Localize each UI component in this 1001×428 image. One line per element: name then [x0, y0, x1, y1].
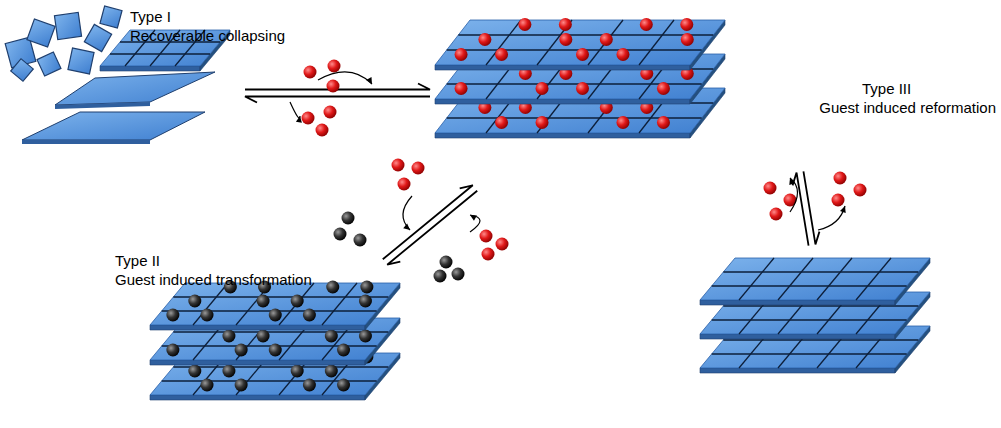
layered-framework	[435, 18, 725, 138]
guest-molecule	[559, 18, 572, 31]
second-guest-molecule	[434, 270, 447, 283]
second-guest-molecule	[166, 309, 179, 322]
guest-molecule	[680, 18, 693, 31]
second-guest-molecule	[334, 228, 347, 241]
second-guest-molecule	[326, 281, 339, 294]
uptake-arrow	[818, 206, 846, 230]
guest-molecule	[576, 48, 589, 61]
second-guest-molecule	[325, 365, 338, 378]
second-guest-molecule	[257, 295, 270, 308]
second-guest-molecule	[342, 212, 355, 225]
guest-molecule	[304, 66, 317, 79]
layered-framework	[150, 281, 400, 401]
guest-molecule	[559, 33, 572, 46]
guest-molecule	[616, 116, 629, 129]
type-label: Type III	[862, 80, 911, 98]
second-guest-molecule	[303, 379, 316, 392]
second-guest-molecule	[269, 344, 282, 357]
type-description: Guest induced transformation	[115, 271, 312, 289]
second-guest-molecule	[452, 268, 465, 281]
framework-layer	[700, 258, 930, 305]
guest-molecule	[681, 33, 694, 46]
guest-molecule	[495, 48, 508, 61]
guest-molecule	[657, 116, 670, 129]
type-description: Guest induced reformation	[819, 99, 996, 117]
second-guest-molecule	[359, 330, 372, 343]
second-guest-molecule	[337, 379, 350, 392]
uptake-arrow	[403, 196, 412, 230]
second-guest-molecule	[303, 309, 316, 322]
second-guest-molecule	[188, 295, 201, 308]
uptake-arrow	[290, 102, 302, 123]
guest-molecule	[478, 33, 491, 46]
guest-molecule	[398, 178, 411, 191]
guest-molecule	[482, 248, 495, 261]
type-label: Type II	[115, 252, 160, 270]
type-label: Type I	[130, 8, 171, 26]
guest-molecule	[495, 116, 508, 129]
second-guest-molecule	[257, 330, 270, 343]
guest-molecule	[302, 112, 315, 125]
guest-molecule	[518, 18, 531, 31]
guest-molecule	[496, 238, 509, 251]
second-guest-molecule	[291, 365, 304, 378]
guest-molecule	[316, 124, 329, 137]
second-guest-molecule	[235, 379, 248, 392]
second-guest-molecule	[337, 344, 350, 357]
guest-molecule	[324, 106, 337, 119]
guest-molecule	[536, 116, 549, 129]
type-description: Recoverable collapsing	[130, 27, 285, 45]
second-guest-molecule	[222, 365, 235, 378]
guest-molecule	[536, 82, 549, 95]
guest-molecule	[328, 60, 341, 73]
second-guest-molecule	[440, 256, 453, 269]
second-guest-molecule	[201, 379, 214, 392]
guest-molecule	[657, 82, 670, 95]
guest-molecule	[327, 80, 340, 93]
guest-molecule	[854, 184, 867, 197]
equilibrium-arrow	[793, 171, 820, 245]
guest-molecule	[616, 48, 629, 61]
guest-molecule	[455, 48, 468, 61]
guest-molecule	[412, 162, 425, 175]
second-guest-molecule	[325, 330, 338, 343]
guest-molecule	[480, 230, 493, 243]
guest-molecule	[832, 194, 845, 207]
second-guest-molecule	[188, 365, 201, 378]
uptake-arrow	[789, 178, 797, 212]
uptake-arrow	[470, 215, 480, 232]
collapsed-framework	[5, 6, 230, 144]
second-guest-molecule	[222, 330, 235, 343]
second-guest-molecule	[359, 295, 372, 308]
guest-molecule	[576, 82, 589, 95]
second-guest-molecule	[166, 344, 179, 357]
second-guest-molecule	[269, 309, 282, 322]
layered-framework	[700, 258, 930, 373]
guest-molecule	[392, 159, 405, 172]
guest-molecule	[640, 18, 653, 31]
guest-molecule	[455, 82, 468, 95]
guest-molecule	[600, 33, 613, 46]
uptake-arrow	[318, 72, 372, 84]
guest-molecule	[770, 208, 783, 221]
second-guest-molecule	[354, 234, 367, 247]
guest-molecule	[834, 172, 847, 185]
second-guest-molecule	[201, 309, 214, 322]
second-guest-molecule	[235, 344, 248, 357]
second-guest-molecule	[291, 295, 304, 308]
second-guest-molecule	[360, 281, 373, 294]
equilibrium-arrow	[383, 185, 477, 264]
guest-molecule	[764, 182, 777, 195]
